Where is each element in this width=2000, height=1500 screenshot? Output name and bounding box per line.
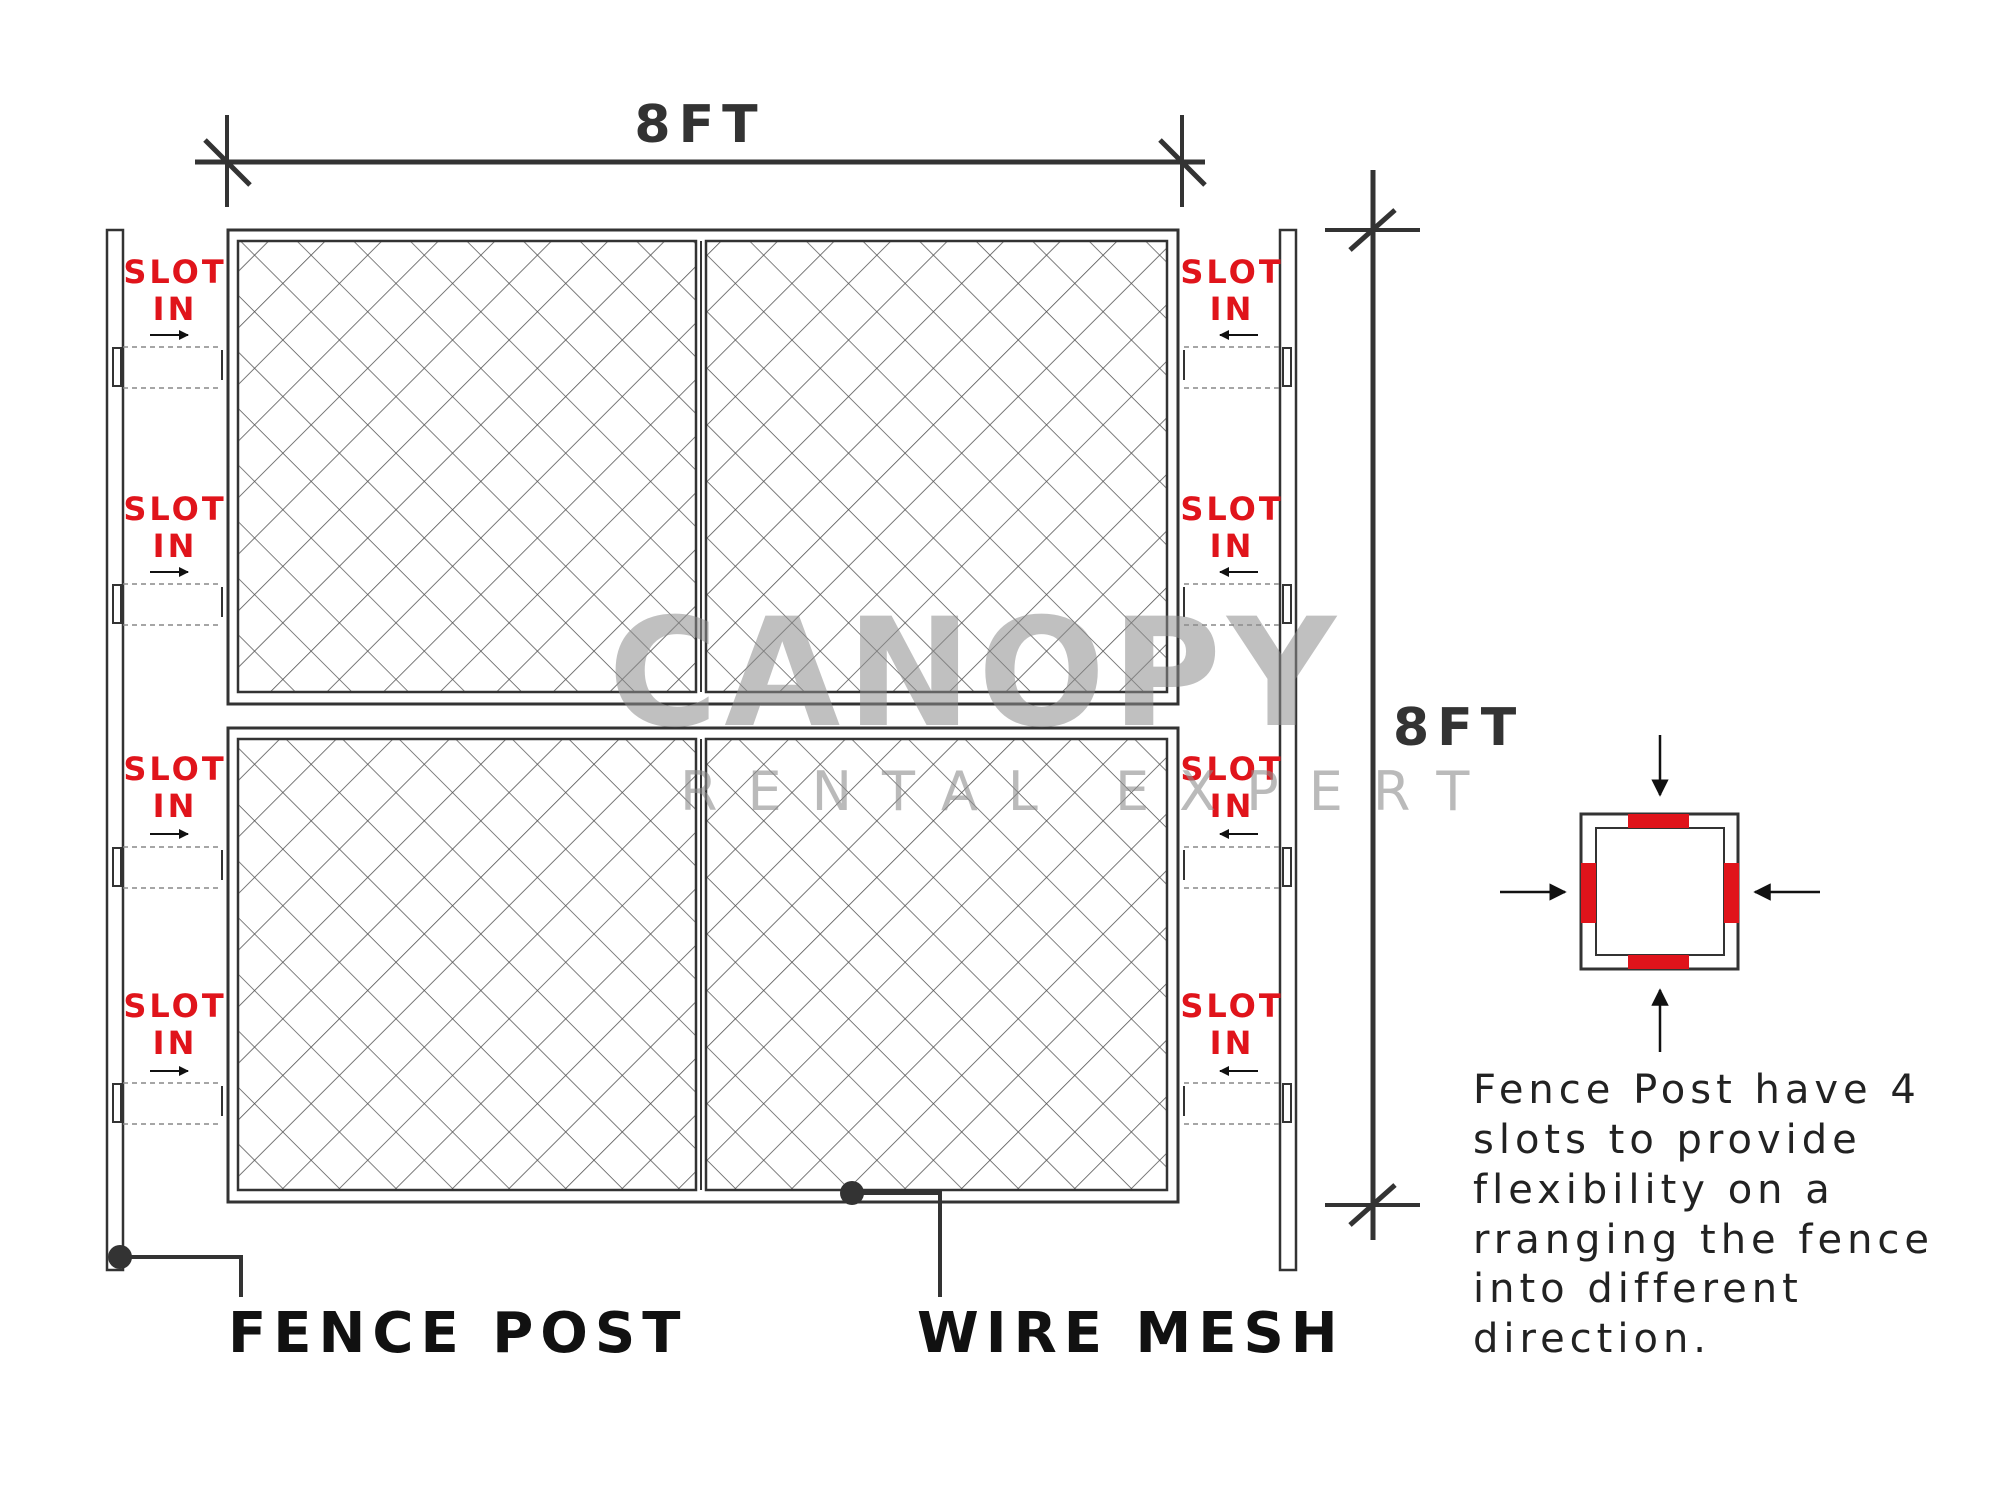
slot-in-line1: SLOT <box>123 253 226 291</box>
slot-in-left-3: SLOT IN <box>123 750 226 839</box>
slot-in-line1: SLOT <box>123 750 226 788</box>
slot-in-right-3: SLOT IN <box>1180 750 1283 839</box>
width-label: 8FT <box>634 95 765 155</box>
slot-in-line1: SLOT <box>123 987 226 1025</box>
slot-in-line1: SLOT <box>1180 750 1283 788</box>
slot-in-line2: IN <box>153 787 198 825</box>
slot-in-line1: SLOT <box>1180 987 1283 1025</box>
slot-in-line2: IN <box>153 1024 198 1062</box>
fence-post-left <box>105 228 125 1272</box>
slot-marker-bottom <box>1628 955 1689 969</box>
slot-in-line1: SLOT <box>1180 253 1283 291</box>
slot-in-line2: IN <box>153 290 198 328</box>
slot-marker-right <box>1724 863 1739 923</box>
slot-in-right-2: SLOT IN <box>1180 490 1283 577</box>
slot-connectors-right <box>1184 346 1280 1125</box>
fence-post-label: FENCE POST <box>228 1301 687 1366</box>
slot-in-line1: SLOT <box>123 490 226 528</box>
fence-post-right <box>1278 228 1298 1272</box>
slot-in-line1: SLOT <box>1180 490 1283 528</box>
wire-mesh-label: WIRE MESH <box>917 1301 1345 1366</box>
slot-in-line2: IN <box>1210 527 1255 565</box>
slot-in-left-4: SLOT IN <box>123 987 226 1076</box>
mesh-panel-top <box>226 228 1180 706</box>
slot-in-right-1: SLOT IN <box>1180 253 1283 340</box>
watermark-tagline: RENTAL EXPERT <box>680 760 1499 823</box>
note-line: slots to provide <box>1473 1117 1862 1163</box>
height-label: 8FT <box>1393 698 1524 758</box>
slot-marker-top <box>1628 814 1689 828</box>
fence-post-callout: FENCE POST <box>108 1245 687 1366</box>
wire-mesh-callout: WIRE MESH <box>840 1181 1345 1366</box>
slot-in-left-2: SLOT IN <box>123 490 226 577</box>
slot-marker-left <box>1581 863 1596 923</box>
note-line: rranging the fence <box>1473 1217 1934 1263</box>
height-dimension: 8FT <box>1325 170 1524 1240</box>
mesh-panel-bottom <box>226 726 1180 1204</box>
slot-in-line2: IN <box>1210 290 1255 328</box>
slot-in-left-1: SLOT IN <box>123 253 226 340</box>
slot-tabs <box>112 347 1292 1123</box>
note-line: flexibility on a <box>1473 1167 1835 1213</box>
slot-in-right-4: SLOT IN <box>1180 987 1283 1076</box>
slot-connectors-left <box>123 346 222 1125</box>
slot-in-line2: IN <box>153 527 198 565</box>
fence-post-note: Fence Post have 4 slots to provide flexi… <box>1473 1067 1934 1362</box>
slot-in-line2: IN <box>1210 787 1255 825</box>
watermark: CANOPY RENTAL EXPERT <box>608 587 1499 823</box>
post-cross-section <box>1500 735 1820 1052</box>
slot-in-line2: IN <box>1210 1024 1255 1062</box>
width-dimension: 8FT <box>195 95 1207 207</box>
watermark-brand: CANOPY <box>608 587 1342 761</box>
note-line: Fence Post have 4 <box>1473 1067 1921 1113</box>
note-line: into different <box>1473 1266 1803 1312</box>
note-line: direction. <box>1473 1316 1711 1362</box>
